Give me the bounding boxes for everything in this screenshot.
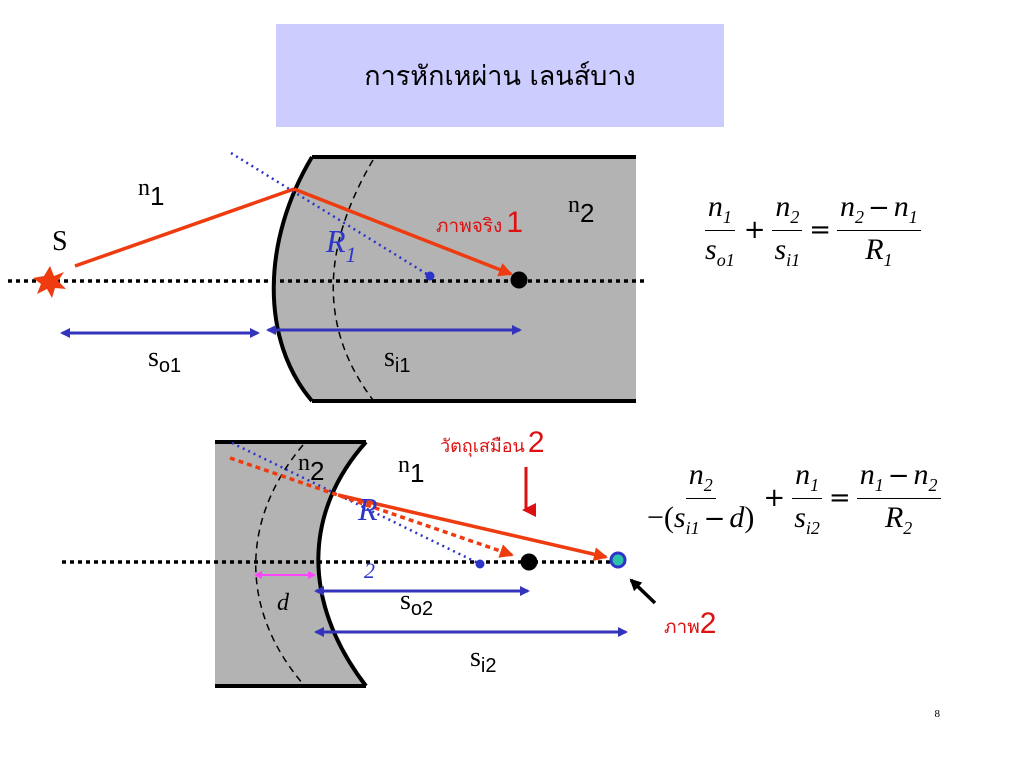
equation-top: n1 so1 + n2 si1 = n2−n1 R1 xyxy=(700,190,923,271)
so2-label: so2 xyxy=(400,585,433,620)
top-n2-label: n2 xyxy=(568,192,594,228)
so1-label: so1 xyxy=(148,342,181,377)
slide-title: การหักเหผ่าน เลนส์บาง xyxy=(364,61,636,92)
source-star-icon xyxy=(33,266,66,298)
top-image-point xyxy=(510,271,528,289)
eq2-plus: + xyxy=(763,483,786,514)
eq2-rhs: n1−n2 R2 xyxy=(856,458,941,539)
thickness-label: d xyxy=(277,590,290,616)
final-image-label: ภาพ2 xyxy=(664,607,716,640)
bottom-n1-label: n1 xyxy=(398,452,424,488)
title-box: การหักเหผ่าน เลนส์บาง xyxy=(276,24,724,127)
eq1-equals: = xyxy=(809,215,831,246)
top-center-of-curvature xyxy=(425,271,435,281)
top-lens-block xyxy=(273,157,636,401)
bottom-n2-label: n2 xyxy=(298,450,324,486)
eq2-term1: n2 −(si1−d) xyxy=(647,458,755,538)
bottom-center-of-curvature xyxy=(475,559,485,569)
eq2-equals: = xyxy=(828,483,851,514)
eq1-plus: + xyxy=(743,215,766,246)
virtual-object-point xyxy=(520,553,538,571)
source-label: S xyxy=(52,226,68,257)
bottom-radius-line xyxy=(231,441,481,566)
top-n1-label: n1 xyxy=(138,175,164,211)
eq2-term2: n1 si2 xyxy=(791,458,823,539)
top-radius-label: R1 xyxy=(325,223,357,267)
bottom-radius-sub: 2 xyxy=(364,558,375,583)
top-curvature-dashed xyxy=(332,159,374,401)
eq1-term2: n2 si1 xyxy=(771,190,803,271)
page-number: 8 xyxy=(934,708,941,720)
top-refracted-ray xyxy=(293,187,513,277)
bottom-virtual-ray xyxy=(229,456,514,558)
image-pointer xyxy=(629,578,657,605)
eq1-term1: n1 so1 xyxy=(704,190,735,270)
bottom-radius-label: R xyxy=(357,491,378,527)
equation-bottom: n2 −(si1−d) + n1 si2 = n1−n2 R2 xyxy=(642,458,943,539)
si1-label: si1 xyxy=(384,342,410,377)
top-incident-ray xyxy=(74,187,295,268)
si2-label: si2 xyxy=(470,642,496,677)
final-image-point xyxy=(609,551,627,569)
eq1-rhs: n2−n1 R1 xyxy=(836,190,921,271)
bottom-lens-surface xyxy=(316,440,368,688)
bottom-refracted-ray xyxy=(337,493,608,562)
